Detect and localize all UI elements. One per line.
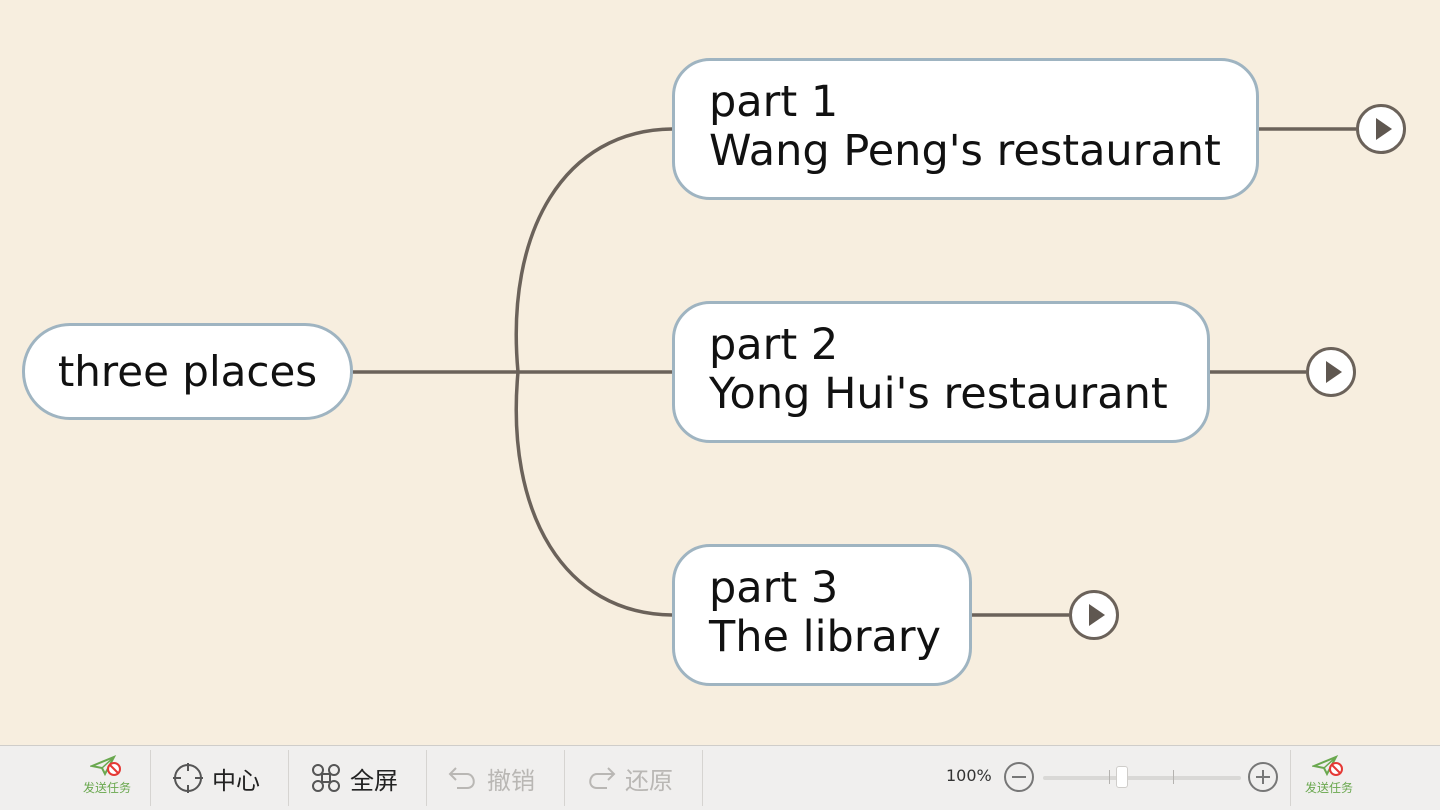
zoom-slider-thumb[interactable] — [1116, 766, 1129, 788]
redo-button-label: 还原 — [625, 766, 673, 795]
redo-arrow-icon — [589, 767, 616, 789]
send-task-button-right[interactable]: 发送任务 — [1294, 754, 1364, 802]
toolbar-divider — [150, 750, 151, 806]
expand-part-3-button[interactable] — [1069, 590, 1119, 640]
send-task-label: 发送任务 — [1304, 781, 1353, 795]
zoom-slider-tick — [1173, 770, 1174, 784]
root-node-label: three places — [57, 347, 318, 396]
topic-node-title: part 2 — [709, 320, 839, 370]
toolbar-divider — [288, 750, 289, 806]
fullscreen-button[interactable]: 全屏 — [310, 756, 398, 800]
zoom-slider-tick — [1109, 770, 1110, 784]
topic-node-part-2[interactable]: part 2 Yong Hui's restaurant — [672, 301, 1210, 443]
topic3-connector — [514, 371, 673, 617]
send-task-label: 发送任务 — [82, 781, 131, 795]
redo-button[interactable]: 还原 — [585, 756, 673, 800]
topic-node-title: part 3 — [709, 563, 839, 613]
paper-plane-prohibited-icon — [90, 755, 121, 777]
zoom-slider-track[interactable] — [1043, 776, 1241, 780]
topic-node-title: part 1 — [709, 77, 839, 127]
mindmap-connectors — [353, 127, 1356, 617]
center-button-label: 中心 — [212, 766, 260, 795]
center-button[interactable]: 中心 — [172, 756, 260, 800]
topic-node-subtitle: Wang Peng's restaurant — [709, 126, 1221, 176]
undo-arrow-icon — [448, 767, 475, 789]
zoom-in-button[interactable] — [1248, 762, 1278, 792]
fullscreen-button-label: 全屏 — [350, 766, 398, 795]
toolbar-divider — [564, 750, 565, 806]
topic-node-part-3[interactable]: part 3 The library — [672, 544, 972, 686]
toolbar-divider — [702, 750, 703, 806]
toolbar-divider — [426, 750, 427, 806]
zoom-level-readout: 100% — [946, 766, 992, 785]
send-task-button-left[interactable]: 发送任务 — [72, 754, 142, 802]
undo-button-label: 撤销 — [487, 766, 535, 795]
zoom-control — [1003, 760, 1279, 796]
topic-node-part-1[interactable]: part 1 Wang Peng's restaurant — [672, 58, 1259, 200]
undo-button[interactable]: 撤销 — [447, 756, 535, 800]
paper-plane-prohibited-icon — [1312, 755, 1343, 777]
topic-node-subtitle: The library — [709, 612, 941, 662]
zoom-out-button[interactable] — [1004, 762, 1034, 792]
command-key-icon — [312, 764, 340, 792]
expand-part-1-button[interactable] — [1356, 104, 1406, 154]
expand-part-2-button[interactable] — [1306, 347, 1356, 397]
topic-node-subtitle: Yong Hui's restaurant — [709, 369, 1168, 419]
mindmap-canvas[interactable]: three places part 1 Wang Peng's restaura… — [0, 0, 1440, 745]
toolbar-divider — [1290, 750, 1291, 806]
root-node[interactable]: three places — [22, 323, 353, 420]
topic1-connector — [514, 127, 673, 373]
crosshair-icon — [173, 763, 203, 793]
